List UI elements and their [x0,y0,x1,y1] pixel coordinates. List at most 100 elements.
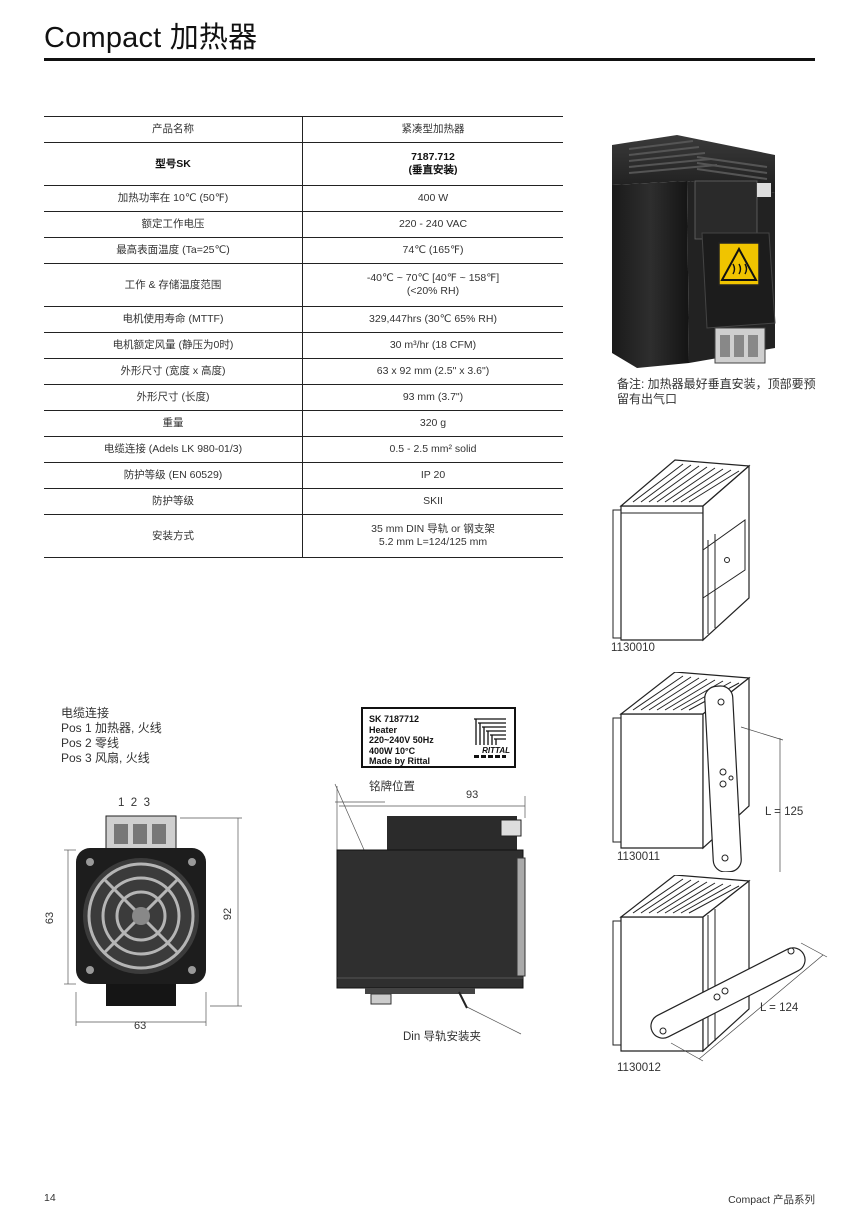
nameplate: SK 7187712 Heater 220~240V 50Hz 400W 10°… [361,707,516,768]
spec-value-line-1: -40℃ ~ 70℃ [40℉ ~ 158℉] [366,272,500,284]
spec-value: IP 20 [302,462,563,489]
spec-value-line-1: 0.5 - 2.5 mm² solid [389,443,477,455]
nameplate-line-4: 400W 10°C [369,745,416,756]
spec-value-line-2: (<20% RH) [406,285,460,297]
cable-connection-notes: 电缆连接 Pos 1 加热器, 火线 Pos 2 零线 Pos 3 风扇, 火线 [61,706,162,766]
spec-value: 93 mm (3.7") [302,384,563,411]
spec-value: 220 - 240 VAC [302,211,563,238]
dim-side-length: 93 [466,789,479,801]
spec-value: 400 W [302,185,563,212]
spec-label: 外形尺寸 (宽度 x 高度) [44,358,303,385]
spec-value: 紧凑型加热器 [302,116,563,143]
nameplate-line-3: 220~240V 50Hz [369,735,434,745]
length-label-124: L = 124 [760,1002,799,1014]
spec-value: 63 x 92 mm (2.5" x 3.6") [302,358,563,385]
spec-value: 7187.712(垂直安装) [302,142,563,186]
spec-row: 外形尺寸 (宽度 x 高度) 63 x 92 mm (2.5" x 3.6") [44,358,563,385]
cable-pos-3: Pos 3 风扇, 火线 [61,751,150,765]
cable-connection-title: 电缆连接 [61,706,110,720]
spec-row: 防护等级 SKII [44,488,563,515]
spec-value-line-1: 30 m³/hr (18 CFM) [389,339,477,351]
spec-label: 产品名称 [44,116,303,143]
spec-label: 额定工作电压 [44,211,303,238]
spec-label: 最高表面温度 (Ta=25℃) [44,237,303,264]
spec-label: 加热功率在 10℃ (50℉) [44,185,303,212]
page-number: 14 [44,1192,56,1204]
spec-value-line-1: 220 - 240 VAC [398,218,468,230]
spec-label: 防护等级 (EN 60529) [44,462,303,489]
rittal-logo-icon [474,718,506,758]
spec-value: 329,447hrs (30℃ 65% RH) [302,306,563,333]
spec-label: 电机使用寿命 (MTTF) [44,306,303,333]
mounting-figure-horizontal-bracket [612,875,828,1062]
spec-row: 工作 & 存储温度范围-40℃ ~ 70℃ [40℉ ~ 158℉](<20% … [44,263,563,307]
figure-code-2: 1130011 [617,851,661,863]
spec-row: 防护等级 (EN 60529) IP 20 [44,462,563,489]
figure-code-1: 1130010 [611,642,655,654]
spec-value: -40℃ ~ 70℃ [40℉ ~ 158℉](<20% RH) [302,263,563,307]
spec-value: 0.5 - 2.5 mm² solid [302,436,563,463]
spec-label: 安装方式 [44,514,303,558]
footer-series: Compact 产品系列 [728,1194,815,1206]
spec-value-line-2: 5.2 mm L=124/125 mm [378,536,488,548]
nameplate-brand: RITTAL [482,746,510,755]
spec-value-line-1: 329,447hrs (30℃ 65% RH) [369,313,497,325]
dim-front-width: 63 [134,1020,147,1032]
length-label-125: L = 125 [765,806,804,818]
spec-row: 产品名称 紧凑型加热器 [44,116,563,143]
mounting-figure-din [612,459,751,642]
spec-value-line-1: 400 W [417,192,449,204]
product-note: 备注: 加热器最好垂直安装，顶部要预留有出气口 [617,377,816,406]
spec-value-line-1: 63 x 92 mm (2.5" x 3.6") [376,365,490,377]
spec-row: 电缆连接 (Adels LK 980-01/3) 0.5 - 2.5 mm² so… [44,436,563,463]
dim-front-height-total: 92 [222,907,235,921]
nameplate-position-label: 铭牌位置 [369,781,415,793]
spec-value-line-1: 74℃ (165℉) [402,244,464,256]
front-view-drawing [64,815,242,1026]
spec-value-line-1: 93 mm (3.7") [402,391,464,403]
spec-value-line-1: SKII [423,495,443,507]
spec-label: 外形尺寸 (长度) [44,384,303,411]
spec-row: 外形尺寸 (长度) 93 mm (3.7") [44,384,563,411]
spec-label: 重量 [44,410,303,437]
spec-value-line-2: (垂直安装) [408,164,458,176]
spec-row: 额定工作电压 220 - 240 VAC [44,211,563,238]
spec-value: SKII [302,488,563,515]
title-rule [44,58,815,61]
nameplate-text: SK 7187712 Heater 220~240V 50Hz 400W 10°… [369,714,434,767]
cable-pos-2: Pos 2 零线 [61,736,120,750]
cable-pos-1: Pos 1 加热器, 火线 [61,721,162,735]
spec-row: 电机额定风量 (静压为0时) 30 m³/hr (18 CFM) [44,332,563,359]
mounting-figure-vertical-bracket [612,672,784,872]
spec-label: 防护等级 [44,488,303,515]
spec-row: 加热功率在 10℃ (50℉) 400 W [44,185,563,212]
din-clip-label: Din 导轨安装夹 [403,1031,481,1043]
spec-label: 电缆连接 (Adels LK 980-01/3) [44,436,303,463]
spec-row: 电机使用寿命 (MTTF) 329,447hrs (30℃ 65% RH) [44,306,563,333]
spec-value-line-1: 紧凑型加热器 [401,123,465,135]
spec-value: 320 g [302,410,563,437]
product-photo [612,135,776,368]
spec-row: 最高表面温度 (Ta=25℃) 74℃ (165℉) [44,237,563,264]
spec-label: 电机额定风量 (静压为0时) [44,332,303,359]
spec-value: 74℃ (165℉) [302,237,563,264]
spec-value-line-1: 7187.712 [411,151,455,163]
spec-value-line-1: 320 g [419,417,447,429]
page-title: Compact 加热器 [44,22,258,54]
terminal-numbers: 1 2 3 [118,797,150,809]
spec-value-line-1: IP 20 [420,469,446,481]
spec-value-line-1: 35 mm DIN 导轨 or 钢支架 [371,523,495,535]
nameplate-line-2: Heater [369,724,398,735]
spec-label: 工作 & 存储温度范围 [44,263,303,307]
spec-label: 型号SK [44,142,303,186]
spec-row: 重量 320 g [44,410,563,437]
side-view-drawing [334,783,526,1035]
figure-code-3: 1130012 [617,1062,661,1074]
nameplate-line-1: SK 7187712 [369,714,420,724]
nameplate-line-5: Made by Rittal [369,756,431,766]
dim-front-height-small: 63 [44,911,57,925]
